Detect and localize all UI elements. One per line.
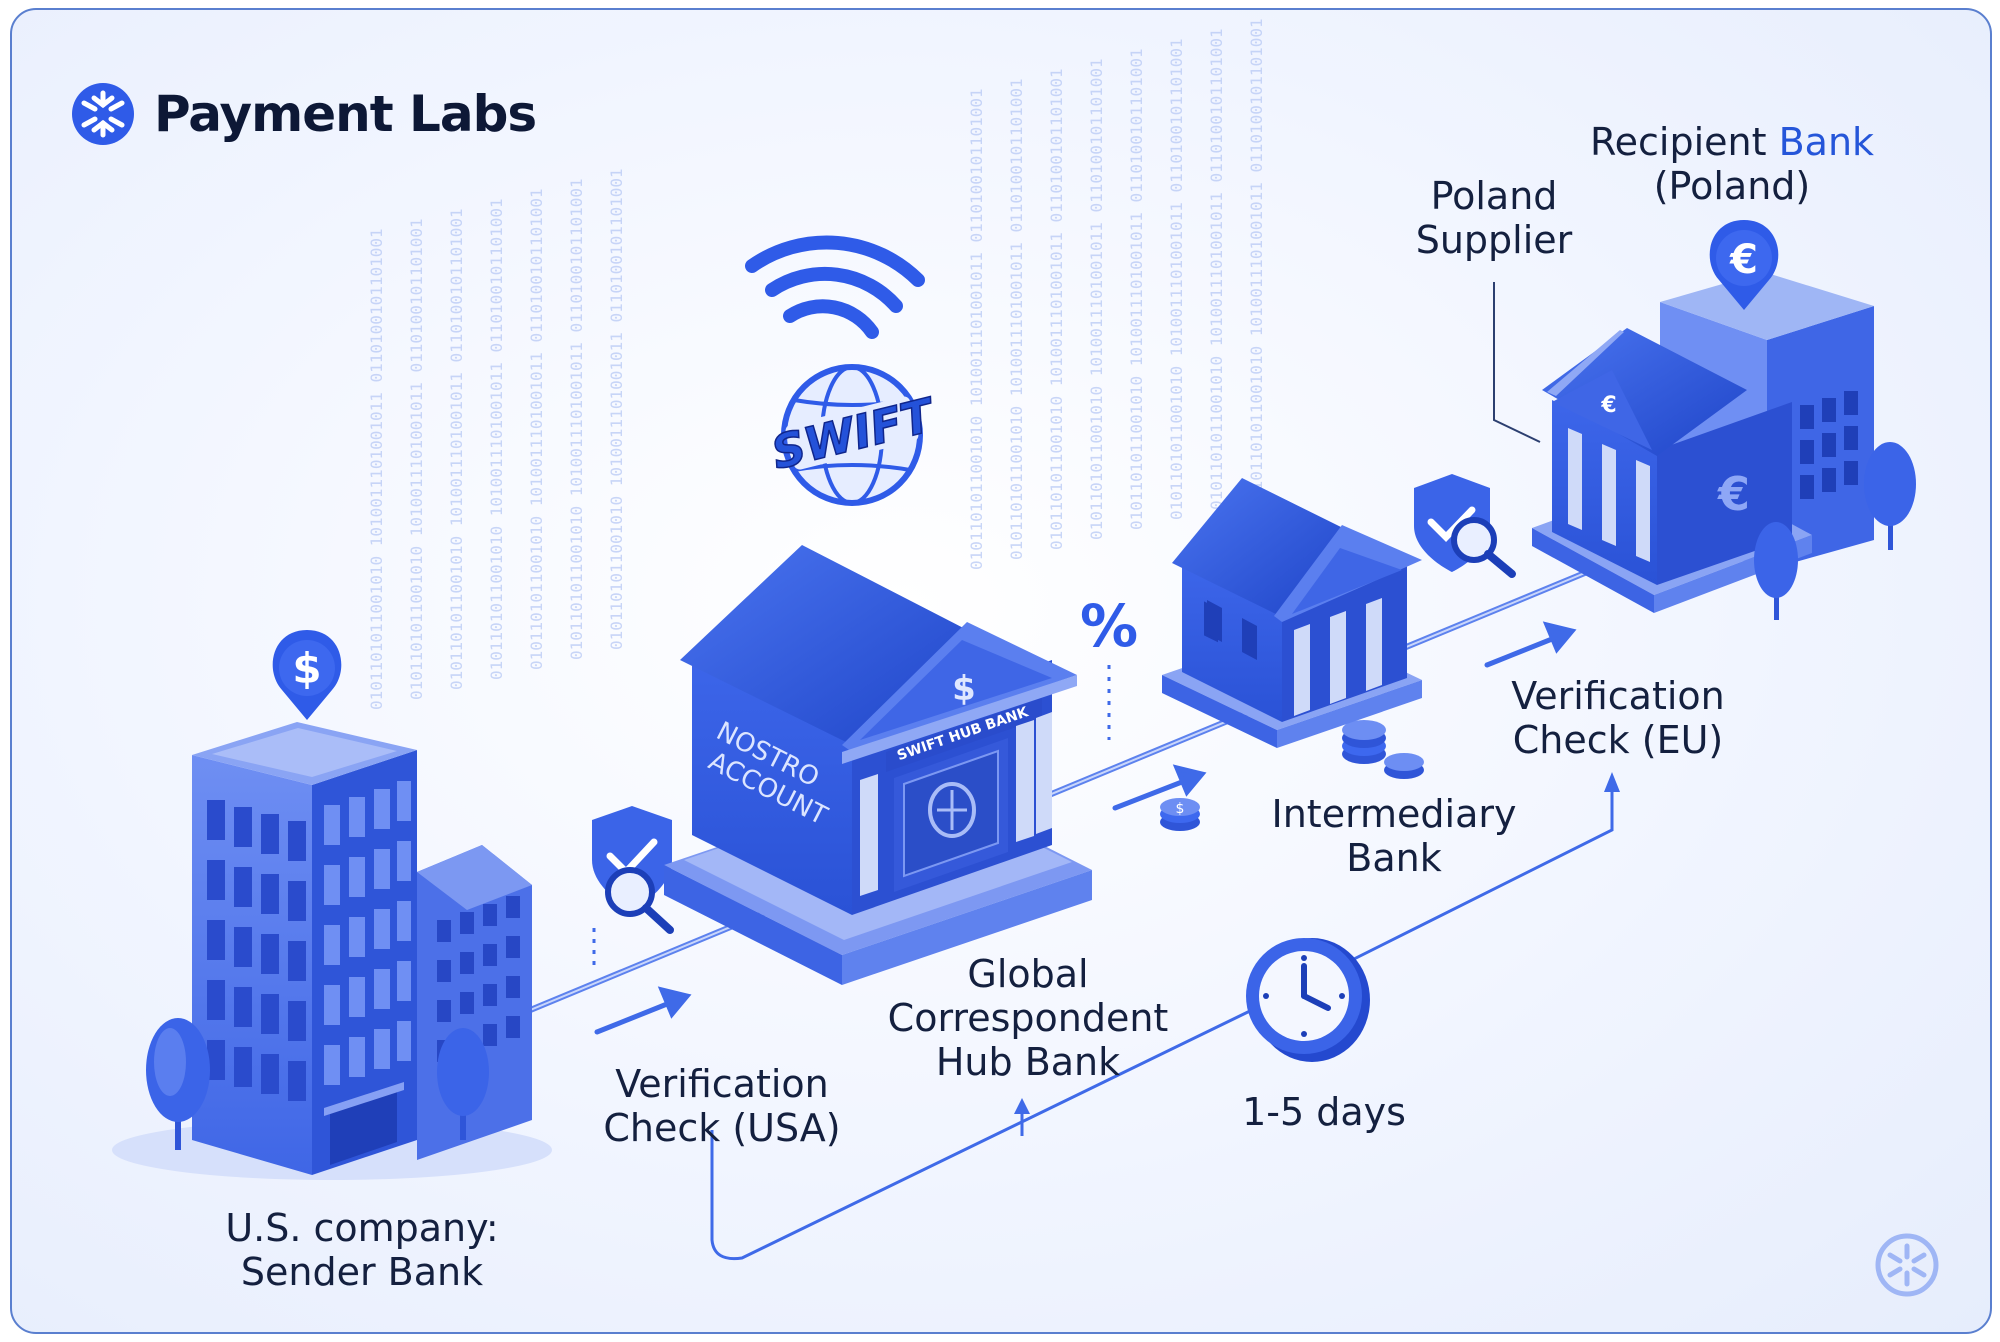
hub-label-line3: Hub Bank bbox=[935, 1040, 1121, 1084]
intermediary-bank-building bbox=[1162, 478, 1422, 748]
sender-label-line1: U.S. company: bbox=[225, 1206, 499, 1250]
binary-col: 0101101011001010 1010011101001011 011010… bbox=[527, 188, 546, 670]
window-grid bbox=[1800, 391, 1858, 499]
coin-symbol: $ bbox=[1176, 801, 1185, 817]
percent-fee-icon: % bbox=[1080, 592, 1138, 660]
coin-stack-icon bbox=[1342, 720, 1424, 779]
binary-col: 0101101011001010 1010011101001011 011010… bbox=[607, 168, 626, 650]
duration-text: 1-5 days bbox=[1242, 1090, 1406, 1134]
duration-label: 1-5 days bbox=[1214, 1090, 1434, 1134]
time-path-line bbox=[710, 780, 1614, 1261]
binary-col: 0101101011001010 1010011101001011 011010… bbox=[367, 228, 386, 710]
binary-col: 0101101011001010 1010011101001011 011010… bbox=[1087, 58, 1106, 540]
sender-bank-label: U.S. company: Sender Bank bbox=[212, 1206, 512, 1294]
recipient-label-line2: (Poland) bbox=[1653, 164, 1811, 208]
binary-col: 0101101011001010 1010011101001011 011010… bbox=[1207, 28, 1226, 510]
supplier-label-line2: Supplier bbox=[1415, 218, 1573, 262]
window-grid bbox=[324, 781, 411, 1085]
verification-usa-label: Verification Check (USA) bbox=[582, 1062, 862, 1150]
verification-usa-line2: Check (USA) bbox=[603, 1106, 841, 1150]
recipient-word: Recipient bbox=[1589, 120, 1767, 164]
binary-col: 0101101011001010 1010011101001011 011010… bbox=[447, 208, 466, 690]
hub-label-line1: Global bbox=[967, 952, 1089, 996]
dollar-pin-icon: $ bbox=[272, 630, 342, 720]
verification-eu-line1: Verification bbox=[1511, 674, 1725, 718]
euro-pin-icon: € bbox=[1709, 220, 1779, 310]
dollar-symbol: $ bbox=[292, 644, 321, 693]
asterisk-logo-icon bbox=[72, 83, 134, 145]
binary-col: 0101101011001010 1010011101001011 011010… bbox=[567, 178, 586, 660]
euro-side-symbol: € bbox=[1717, 467, 1750, 521]
binary-col: 0101101011001010 1010011101001011 011010… bbox=[487, 198, 506, 680]
binary-col: 0101101011001010 1010011101001011 011010… bbox=[1247, 18, 1266, 500]
vault-icon bbox=[894, 738, 1008, 892]
swift-globe-icon: SWIFT bbox=[765, 364, 942, 506]
hub-label-line2: Correspondent bbox=[887, 996, 1169, 1040]
arrow-head-icon bbox=[1172, 764, 1207, 797]
binary-col: 0101101011001010 1010011101001011 011010… bbox=[1007, 78, 1026, 560]
binary-col: 0101101011001010 1010011101001011 011010… bbox=[1127, 48, 1146, 530]
brand-name: Payment Labs bbox=[154, 85, 537, 143]
recipient-label-line1: Recipient Bank bbox=[1572, 120, 1892, 164]
tree-icon bbox=[1864, 442, 1916, 550]
intermediary-label-line2: Bank bbox=[1346, 836, 1442, 880]
binary-stream: 0101101011001010 1010011101001011 011010… bbox=[367, 18, 1266, 710]
sender-bank-building bbox=[112, 722, 552, 1180]
columns bbox=[1568, 428, 1650, 562]
hub-bank-building: SWIFT HUB BANK $ NOSTRO ACCOUNT bbox=[664, 545, 1092, 985]
binary-col: 0101101011001010 1010011101001011 011010… bbox=[407, 218, 426, 700]
recipient-bank-label: Recipient Bank (Poland) bbox=[1572, 120, 1892, 208]
diagram-canvas: 0101101011001010 1010011101001011 011010… bbox=[10, 8, 1992, 1334]
wifi-signal-icon bbox=[745, 235, 925, 339]
euro-emblem: € bbox=[1600, 393, 1616, 418]
arrow-icon bbox=[1112, 777, 1190, 811]
arrow-head-icon bbox=[1604, 772, 1620, 792]
intermediary-bank-label: Intermediary Bank bbox=[1244, 792, 1544, 880]
bank-word: Bank bbox=[1778, 120, 1875, 164]
hub-emblem-dollar: $ bbox=[952, 669, 976, 709]
sender-label-line2: Sender Bank bbox=[240, 1250, 484, 1294]
clock-icon bbox=[1246, 938, 1370, 1062]
verification-eu-label: Verification Check (EU) bbox=[1468, 674, 1768, 762]
verification-usa-line1: Verification bbox=[615, 1062, 829, 1106]
tree-icon bbox=[146, 1018, 210, 1150]
binary-col: 0101101011001010 1010011101001011 011010… bbox=[967, 88, 986, 570]
poland-supplier-label: Poland Supplier bbox=[1374, 174, 1614, 262]
hub-bank-label: Global Correspondent Hub Bank bbox=[878, 952, 1178, 1084]
euro-symbol: € bbox=[1729, 237, 1758, 283]
arrow-head-icon bbox=[1542, 621, 1577, 654]
coin-stack-icon: $ bbox=[1160, 798, 1200, 831]
window-grid bbox=[207, 800, 306, 1101]
tree-icon bbox=[437, 1028, 489, 1140]
brand-header: Payment Labs bbox=[70, 74, 537, 154]
arrow-head-icon bbox=[657, 986, 692, 1019]
asterisk-watermark-icon bbox=[1875, 1233, 1939, 1297]
columns bbox=[860, 712, 1052, 896]
direction-arrows bbox=[594, 621, 1577, 1035]
supplier-leader-line bbox=[1493, 282, 1541, 443]
arrow-head-icon bbox=[1014, 1098, 1030, 1114]
arrow-icon bbox=[594, 999, 675, 1035]
columns bbox=[1294, 598, 1382, 716]
verification-eu-line2: Check (EU) bbox=[1512, 718, 1724, 762]
arrow-icon bbox=[1484, 634, 1560, 668]
intermediary-label-line1: Intermediary bbox=[1271, 792, 1517, 836]
binary-col: 0101101011001010 1010011101001011 011010… bbox=[1047, 68, 1066, 550]
tree-icon bbox=[1754, 522, 1798, 620]
flow-illustration: 0101101011001010 1010011101001011 011010… bbox=[112, 18, 1916, 1261]
magnifier-icon bbox=[1451, 517, 1516, 578]
supplier-label-line1: Poland bbox=[1430, 174, 1558, 218]
magnifier-icon bbox=[605, 867, 674, 934]
binary-col: 0101101011001010 1010011101001011 011010… bbox=[1167, 38, 1186, 520]
recipient-bank-building: € € bbox=[1532, 272, 1916, 620]
